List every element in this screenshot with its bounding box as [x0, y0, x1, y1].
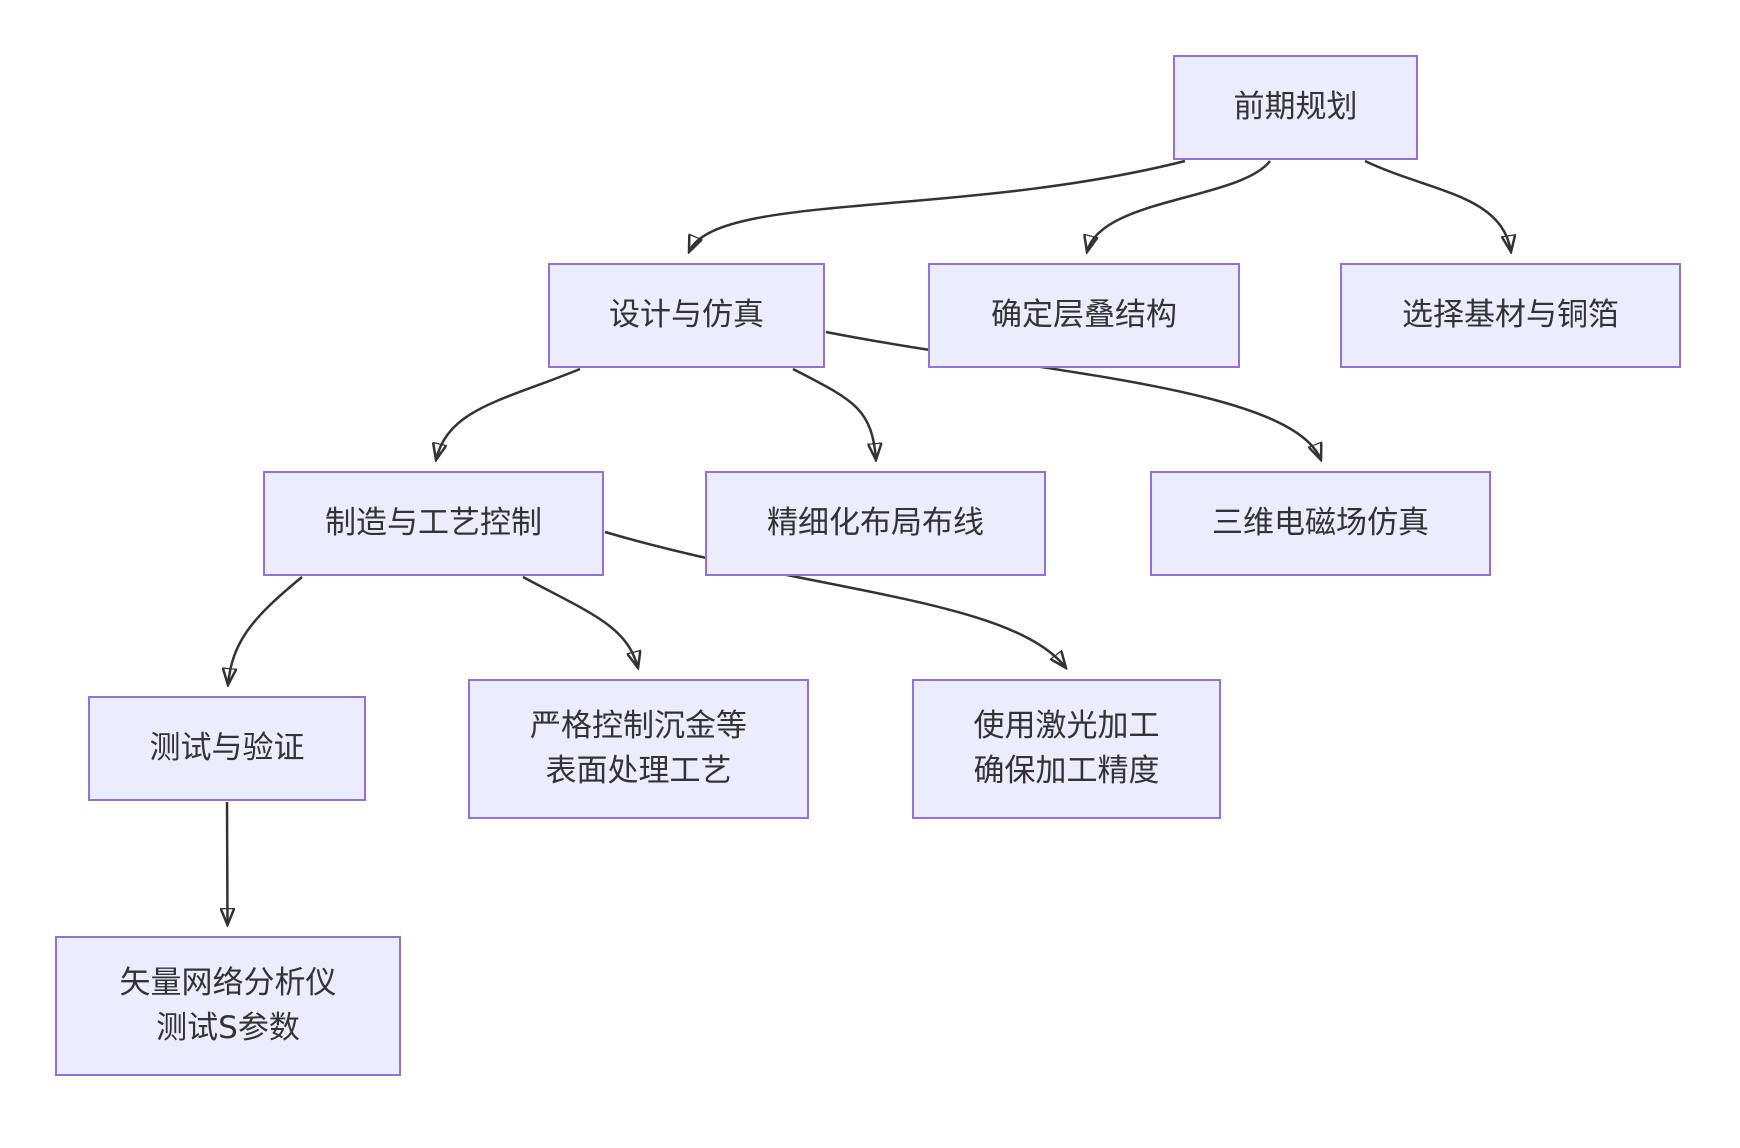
node-stackup-structure: 确定层叠结构: [928, 263, 1240, 368]
node-label: 确定层叠结构: [991, 297, 1177, 334]
node-substrate-copper-selection: 选择基材与铜箔: [1340, 263, 1681, 368]
node-laser-processing-precision: 使用激光加工 确保加工精度: [912, 679, 1221, 819]
node-label: 选择基材与铜箔: [1402, 297, 1619, 334]
node-3d-em-field-simulation: 三维电磁场仿真: [1150, 471, 1491, 576]
edge-design-layout: [792, 367, 876, 460]
node-label: 制造与工艺控制: [325, 505, 542, 542]
node-label: 三维电磁场仿真: [1212, 505, 1429, 542]
node-design-simulation: 设计与仿真: [548, 263, 825, 368]
edge-design-mfg: [436, 367, 581, 460]
node-label: 矢量网络分析仪 测试S参数: [119, 965, 337, 1046]
node-fine-layout-routing: 精细化布局布线: [705, 471, 1046, 576]
node-test-verification: 测试与验证: [88, 696, 366, 801]
edge-design-sim3d: [825, 330, 1321, 460]
edge-mfg-test: [228, 576, 303, 685]
node-label: 前期规划: [1233, 89, 1358, 126]
node-label: 测试与验证: [149, 730, 305, 767]
edge-mfg-surface: [522, 575, 638, 668]
node-label: 严格控制沉金等 表面处理工艺: [530, 708, 747, 789]
node-early-planning: 前期规划: [1173, 55, 1418, 160]
edge-mfg-laser: [604, 530, 1066, 668]
edge-plan-stack: [1087, 160, 1271, 252]
node-label: 精细化布局布线: [767, 505, 984, 542]
edge-plan-material: [1364, 159, 1511, 252]
node-manufacturing-process-control: 制造与工艺控制: [263, 471, 604, 576]
node-surface-treatment-control: 严格控制沉金等 表面处理工艺: [468, 679, 809, 819]
node-label: 设计与仿真: [609, 297, 764, 334]
edge-test-vna: [227, 801, 228, 925]
node-vna-s-parameter-test: 矢量网络分析仪 测试S参数: [55, 936, 401, 1076]
edge-plan-design: [689, 159, 1186, 252]
node-label: 使用激光加工 确保加工精度: [973, 708, 1160, 789]
